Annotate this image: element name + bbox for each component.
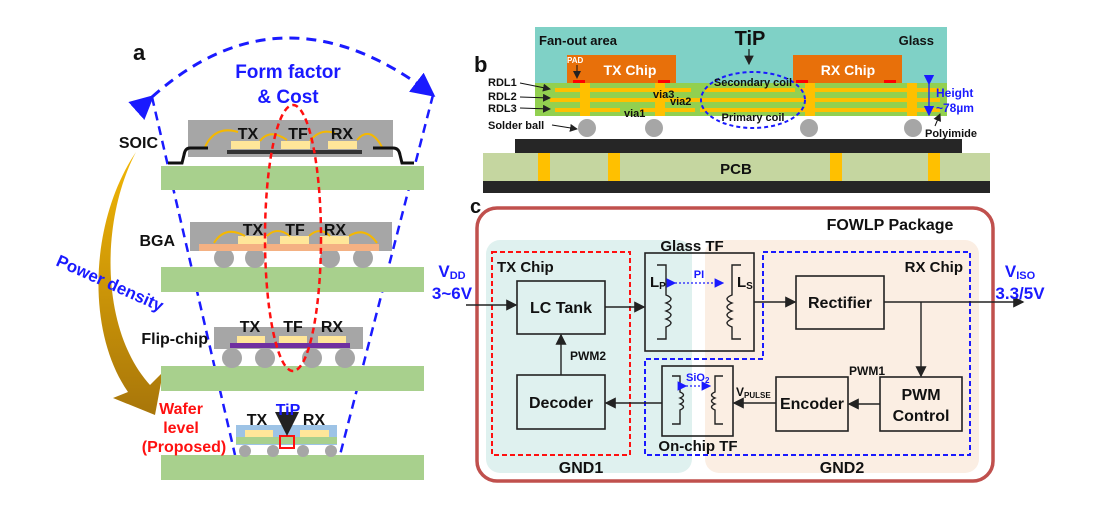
fowlp-package-label: FOWLP Package: [827, 217, 954, 234]
pcb-label: PCB: [720, 161, 752, 178]
wafer-tx-label: TX: [247, 412, 268, 429]
rx-chip-label: RX Chip: [821, 62, 875, 78]
wafer-label-3: (Proposed): [142, 439, 226, 456]
form-factor-arc-arrow: [128, 36, 436, 120]
wafer-label-2: level: [163, 420, 199, 437]
solder-ball-label: Solder ball: [488, 120, 544, 132]
height-label: Height: [936, 86, 973, 100]
signal-wires: [466, 296, 1025, 410]
primary-coil-label: Primary coil: [722, 112, 785, 124]
flip-chip-label: Flip-chip: [141, 331, 208, 348]
cost-label: & Cost: [257, 87, 319, 108]
pcb-board: [483, 153, 990, 181]
flip-chip-tf-label: TF: [283, 319, 303, 336]
pad-label: PAD: [567, 56, 584, 65]
wafer-rx-label: RX: [303, 412, 326, 429]
onchip-secondary-coil-icon: [710, 375, 723, 425]
vdd-label: VDD: [438, 262, 465, 282]
soic-rx-label: RX: [331, 126, 354, 143]
panel-b: b PCB Fan-out area TiP Glass PAD TX Chip…: [474, 27, 990, 193]
gnd1-region: [486, 240, 692, 473]
bga-package: BGA TX TF RX: [139, 222, 424, 292]
panel-b-label: b: [474, 52, 487, 77]
pwm-control-label-1: PWM: [901, 387, 940, 404]
rdl-traces: [550, 83, 940, 116]
via2-label: via2: [670, 96, 691, 108]
gnd1-label: GND1: [559, 460, 604, 477]
viso-label: VISO: [1005, 262, 1036, 282]
form-factor-label: Form factor: [235, 62, 341, 83]
panel-a-label: a: [133, 40, 146, 65]
wafer-level-package: Wafer level (Proposed) TX TiP RX: [142, 401, 424, 480]
ls-label: LS: [737, 274, 753, 292]
soic-tf-label: TF: [288, 126, 308, 143]
lp-label: LP: [650, 274, 666, 292]
rx-chip-boundary: [644, 251, 971, 456]
height-value: ~78µm: [936, 101, 974, 115]
soic-tx-label: TX: [238, 126, 259, 143]
sio2-label: SiO2: [686, 372, 710, 385]
bga-tx-label: TX: [243, 222, 264, 239]
vdd-range-label: 3~6V: [432, 284, 473, 303]
primary-coil-icon: [657, 264, 672, 340]
bga-tf-label: TF: [285, 222, 305, 239]
onchip-tf-label: On-chip TF: [658, 438, 737, 455]
wafer-tip-label: TiP: [276, 402, 301, 419]
tx-chip-label: TX Chip: [497, 259, 554, 276]
power-density-arrow: [98, 152, 163, 415]
gnd2-label: GND2: [820, 460, 865, 477]
rx-chip-block: [793, 55, 902, 83]
bga-label: BGA: [139, 233, 175, 250]
rdl1-label: RDL1: [488, 77, 517, 89]
pi-label: PI: [694, 269, 704, 281]
panel-c-label: c: [470, 196, 481, 218]
vpulse-label: VPULSE: [736, 385, 771, 400]
pcb-board: [161, 166, 424, 190]
pwm-control-label-2: Control: [893, 408, 950, 425]
tip-coil-ellipse: [700, 71, 806, 129]
encoder-label: Encoder: [780, 396, 844, 413]
tx-chip-boundary: [491, 251, 631, 456]
rdl3-label: RDL3: [488, 103, 517, 115]
panel-a: a Form factor & Cost Power density SOIC …: [53, 36, 436, 480]
polyimide-label: Polyimide: [925, 128, 977, 140]
panel-c: c FOWLP Package TX Chip RX Chip Glass TF…: [432, 196, 1045, 483]
flip-chip-package: Flip-chip TX TF RX: [141, 319, 424, 391]
tx-chip-block: [567, 55, 676, 83]
gnd2-region: [705, 240, 979, 473]
tx-chip-label: TX Chip: [604, 62, 657, 78]
flip-chip-tx-label: TX: [240, 319, 261, 336]
fanout-label: Fan-out area: [539, 33, 618, 48]
substrate-bar: [515, 139, 962, 153]
lc-tank-label: LC Tank: [530, 300, 592, 317]
viso-range-label: 3.3/5V: [995, 284, 1045, 303]
glass-tf-label: Glass TF: [660, 238, 723, 255]
rectifier-label: Rectifier: [808, 295, 872, 312]
soic-package: SOIC TX TF RX: [119, 120, 424, 190]
bga-rx-label: RX: [324, 222, 347, 239]
rx-chip-label: RX Chip: [905, 259, 963, 276]
wafer-label-1: Wafer: [159, 401, 203, 418]
via1-label: via1: [624, 108, 645, 120]
fowlp-package-border: [475, 206, 995, 483]
decoder-label: Decoder: [529, 395, 593, 412]
secondary-coil-label: Secondary coil: [714, 77, 792, 89]
tip-label: TiP: [735, 28, 766, 50]
via3-label: via3: [653, 89, 674, 101]
onchip-primary-coil-icon: [672, 375, 685, 425]
pwm2-label: PWM2: [570, 349, 606, 363]
pwm1-label: PWM1: [849, 364, 885, 378]
soic-label: SOIC: [119, 135, 159, 152]
flip-chip-rx-label: RX: [321, 319, 344, 336]
glass-label: Glass: [899, 33, 934, 48]
secondary-coil-icon: [726, 264, 741, 340]
rdl2-label: RDL2: [488, 91, 517, 103]
transformer-highlight-ellipse: [263, 103, 323, 373]
